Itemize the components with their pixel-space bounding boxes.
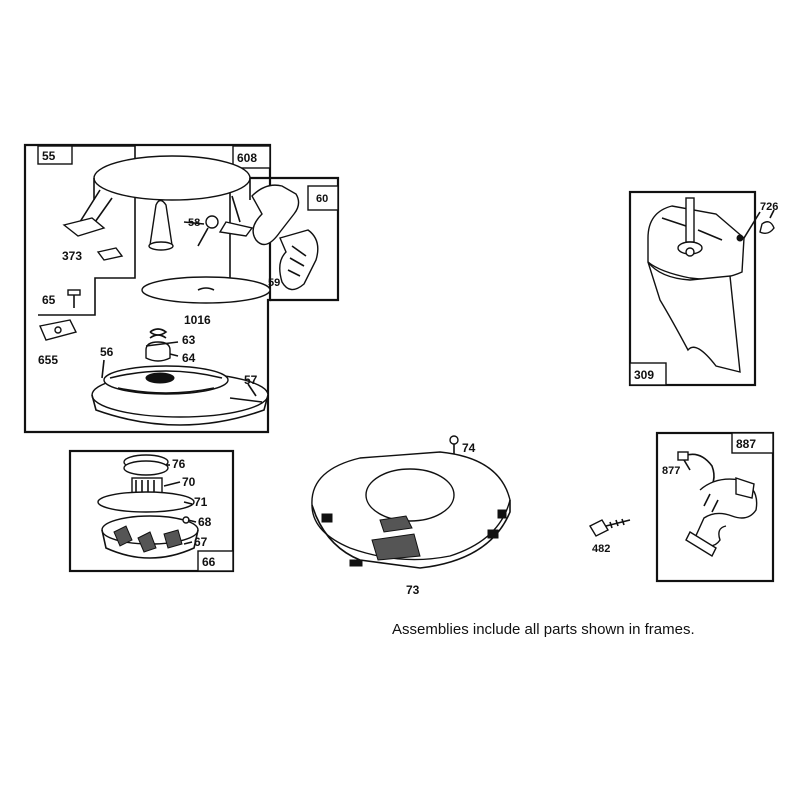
label-56: 56: [100, 345, 114, 359]
part-655: [39, 319, 78, 341]
frame-309: [628, 190, 757, 387]
label-68: 68: [198, 515, 212, 529]
label-726: 726: [760, 201, 778, 213]
label-877: 877: [662, 465, 680, 477]
disk-1016-part: [141, 276, 271, 304]
part-726: [759, 209, 775, 235]
screw-58-part: [183, 215, 219, 247]
label-64: 64: [182, 351, 196, 365]
screen-73-part: [311, 451, 511, 569]
label-655: 655: [38, 353, 58, 367]
label-box-608: [232, 145, 271, 169]
bracket-309-part: [647, 197, 745, 373]
starter-cover-part: [62, 155, 254, 251]
leader-lines: [101, 211, 761, 545]
label-482: 482: [592, 543, 610, 555]
label-57: 57: [244, 373, 258, 387]
starter-handle-part: [251, 184, 319, 291]
retainer-64-part: [145, 341, 171, 362]
label-73: 73: [406, 583, 420, 597]
screw-482-part: [589, 518, 631, 537]
label-71: 71: [194, 495, 208, 509]
label-74: 74: [462, 441, 476, 455]
label-309: 309: [634, 368, 654, 382]
label-1016: 1016: [184, 313, 211, 327]
screw-65-part: [67, 289, 81, 308]
ignition-part: [677, 451, 758, 557]
frame-608: [23, 143, 272, 434]
label-70: 70: [182, 475, 196, 489]
label-608: 608: [237, 151, 257, 165]
frame-887: [655, 431, 775, 583]
label-67: 67: [194, 535, 208, 549]
clutch-assembly-part: [97, 454, 199, 559]
label-58: 58: [188, 217, 200, 229]
label-60: 60: [316, 193, 328, 205]
assemblies-note: Assemblies include all parts shown in fr…: [392, 621, 695, 638]
screw-74-part: [449, 435, 459, 454]
label-66: 66: [202, 555, 216, 569]
pulley-56-part: [91, 365, 269, 426]
label-63: 63: [182, 333, 196, 347]
label-55: 55: [42, 149, 56, 163]
label-65: 65: [42, 293, 56, 307]
label-76: 76: [172, 457, 186, 471]
frame-66: [68, 449, 235, 573]
frame-55: [37, 145, 136, 316]
label-59: 59: [268, 277, 280, 289]
part-373: [96, 247, 124, 261]
part-labels: 55 608 60 58 373 59 65 1016 63 64 655 56…: [38, 149, 778, 597]
spring-63-part: [149, 328, 168, 339]
label-887: 887: [736, 437, 756, 451]
label-373: 373: [62, 249, 82, 263]
